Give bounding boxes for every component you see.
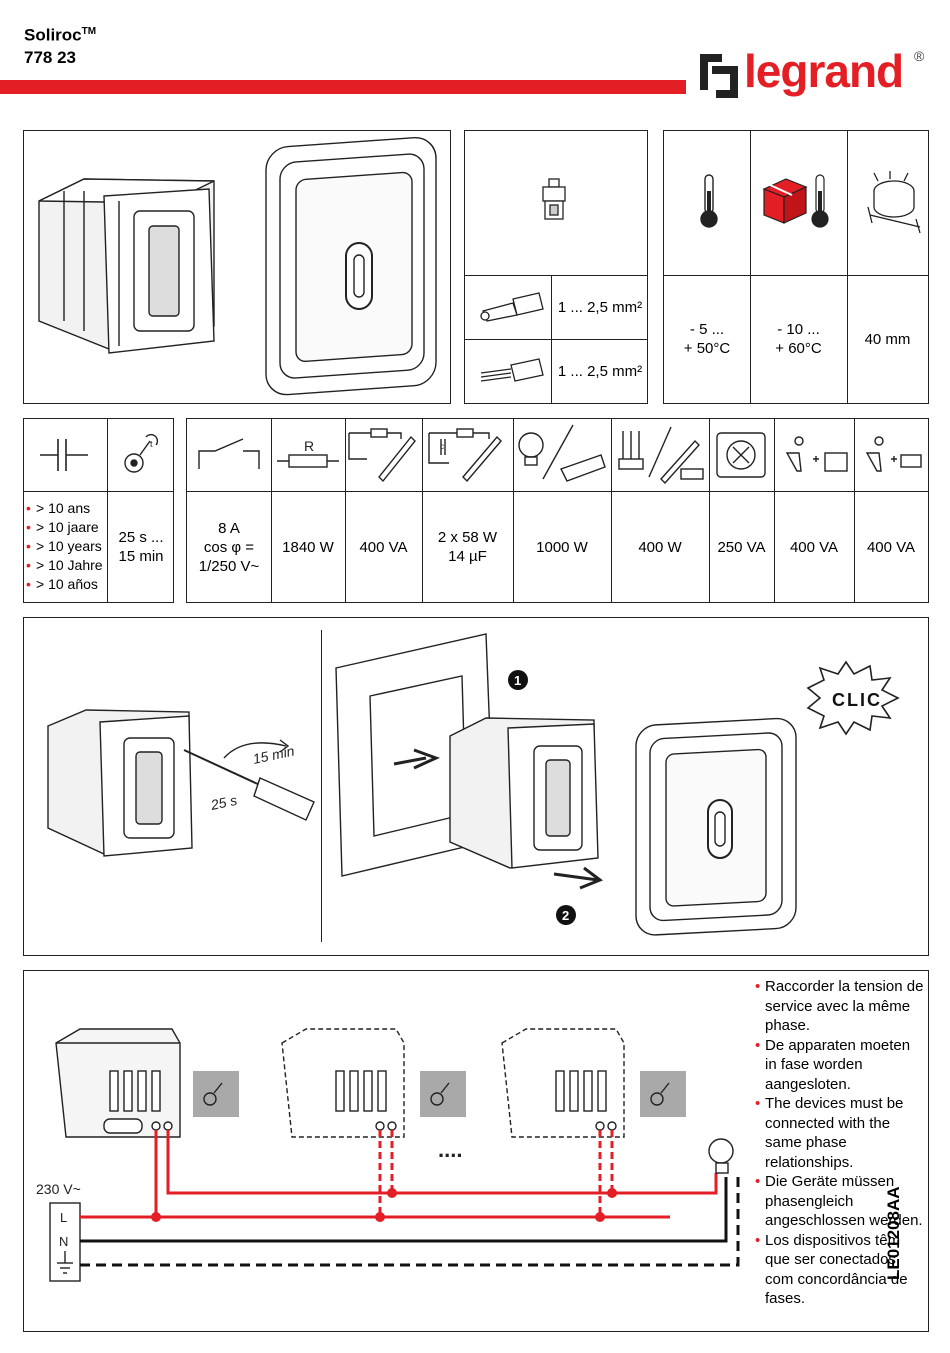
- timer-range: 25 s ... 15 min: [108, 491, 174, 603]
- rigid-wire-icon: [480, 292, 544, 322]
- timer-max: 15 min: [118, 548, 164, 565]
- load-table: R: [186, 418, 929, 603]
- relay-current: 8 A: [218, 519, 240, 537]
- storage-temperature-icon: [762, 174, 829, 228]
- note-es: Los dispositivos têm que ser conectados …: [755, 1231, 925, 1309]
- lifetime-timer-table: t > 10 ans > 10 jaare > 10 years > 10 Ja…: [23, 418, 174, 603]
- svg-text:CLIC: CLIC: [832, 690, 882, 710]
- storage-temp-min: - 10 ...: [777, 321, 820, 338]
- svg-text:L: L: [60, 1210, 67, 1225]
- timer-min: 25 s ...: [118, 529, 164, 546]
- document-code: LE01208AA: [884, 1186, 903, 1280]
- lifetime-fr: > 10 ans: [26, 499, 108, 518]
- halogen-lamp-icon: [560, 454, 606, 482]
- registered-mark: ®: [914, 48, 925, 64]
- note-en: The devices must be connected with the s…: [755, 1094, 925, 1172]
- load-lv-halogen-electronic: 400 VA: [866, 538, 916, 556]
- relay-cos: cos φ =: [203, 538, 255, 556]
- svg-text:2: 2: [562, 908, 569, 923]
- fan-motor-icon: [716, 432, 766, 478]
- lifetime-nl: > 10 jaare: [26, 518, 108, 537]
- svg-text:1: 1: [514, 673, 521, 688]
- phase-notes: Raccorder la tension de service avec la …: [755, 977, 925, 1309]
- lifetime-en: > 10 years: [26, 537, 108, 556]
- product-images-panel: [23, 130, 451, 404]
- compensated-fluorescent-icon: [428, 432, 490, 464]
- cover-plate-drawing: [265, 136, 437, 396]
- thermometer-icon: [700, 174, 718, 228]
- operating-temperature: - 5 ... + 50°C: [664, 275, 750, 403]
- product-drawings: [38, 136, 437, 396]
- battery-free-icon: [40, 439, 88, 471]
- lv-halogen-transformer-icon: [785, 452, 802, 472]
- svg-text:25 s: 25 s: [208, 792, 238, 813]
- svg-text:t: t: [150, 439, 153, 449]
- load-resistive: 1840 W: [282, 538, 334, 556]
- wiring-diagram: .... 230 V~ L N: [36, 1028, 740, 1282]
- relay-rating: 8 A cos φ = 1/250 V~: [187, 491, 271, 603]
- svg-text:....: ....: [438, 1137, 462, 1162]
- wiring-panel: .... 230 V~ L N Raccorder la tension de …: [23, 970, 929, 1332]
- product-title: SolirocTM: [24, 22, 96, 46]
- operating-temp-max: + 50°C: [683, 340, 731, 357]
- product-name: Soliroc: [24, 25, 82, 45]
- timer-button-icon: t: [124, 433, 159, 473]
- legrand-mark-icon: [700, 54, 738, 98]
- installation-panel: 1 2 15 min 25 s CLIC: [23, 617, 929, 956]
- trademark-mark: TM: [81, 26, 97, 37]
- svg-text:R: R: [304, 438, 314, 454]
- connection-panel: 1 ... 2,5 mm² 1 ... 2,5 mm²: [464, 130, 648, 404]
- lifetime-list: > 10 ans > 10 jaare > 10 years > 10 Jahr…: [26, 499, 108, 594]
- header-red-bar: [0, 80, 686, 94]
- note-de: Die Geräte müssen phasengleich angeschlo…: [755, 1172, 925, 1231]
- cfl-icon: [622, 431, 640, 459]
- lifetime-de: > 10 Jahre: [26, 556, 108, 575]
- flexible-wire-icon: [480, 358, 544, 382]
- load-cfl: 400 W: [638, 538, 682, 556]
- note-nl: De apparaten moeten in fase worden aange…: [755, 1036, 925, 1095]
- svg-text:N: N: [59, 1234, 68, 1249]
- installation-drawing: 1 2 15 min 25 s CLIC: [47, 633, 900, 936]
- storage-temperature: - 10 ... + 60°C: [750, 275, 847, 403]
- fluorescent-icon: [348, 432, 402, 460]
- note-fr: Raccorder la tension de service avec la …: [755, 977, 925, 1036]
- environment-panel: - 5 ... + 50°C - 10 ... + 60°C 40 mm: [663, 130, 929, 404]
- flexible-wire-section: 1 ... 2,5 mm²: [557, 362, 643, 380]
- incandescent-bulb-icon: [518, 432, 544, 458]
- load-compensated-capacitance: 14 µF: [448, 548, 487, 565]
- load-incandescent: 1000 W: [536, 538, 588, 556]
- screw-terminal-icon: [542, 178, 566, 220]
- rigid-wire-section: 1 ... 2,5 mm²: [557, 298, 643, 316]
- mechanism-drawing: [38, 178, 215, 354]
- load-compensated-fluorescent: 2 x 58 W 14 µF: [422, 491, 513, 603]
- svg-text:230 V~: 230 V~: [36, 1181, 81, 1197]
- load-motor: 250 VA: [717, 538, 766, 556]
- lv-halogen-electronic-icon: [865, 452, 882, 472]
- load-fluorescent: 400 VA: [359, 538, 408, 556]
- storage-temp-max: + 60°C: [775, 340, 822, 357]
- relay-contact-icon: [198, 438, 260, 469]
- product-reference: 778 23: [24, 48, 76, 67]
- operating-temp-min: - 5 ...: [689, 321, 725, 338]
- relay-voltage: 1/250 V~: [198, 557, 260, 575]
- load-symbols: R: [198, 424, 922, 485]
- load-lv-halogen-ferro: 400 VA: [789, 538, 839, 556]
- legrand-logo: legrand ®: [698, 45, 930, 108]
- lifetime-es: > 10 años: [26, 575, 108, 594]
- load-compensated-power: 2 x 58 W: [437, 529, 498, 546]
- box-depth-icon: [867, 171, 921, 234]
- svg-text:15 min: 15 min: [251, 743, 296, 767]
- brand-name: legrand: [744, 45, 904, 97]
- svg-text:c: c: [440, 442, 444, 451]
- box-depth-value: 40 mm: [864, 330, 911, 348]
